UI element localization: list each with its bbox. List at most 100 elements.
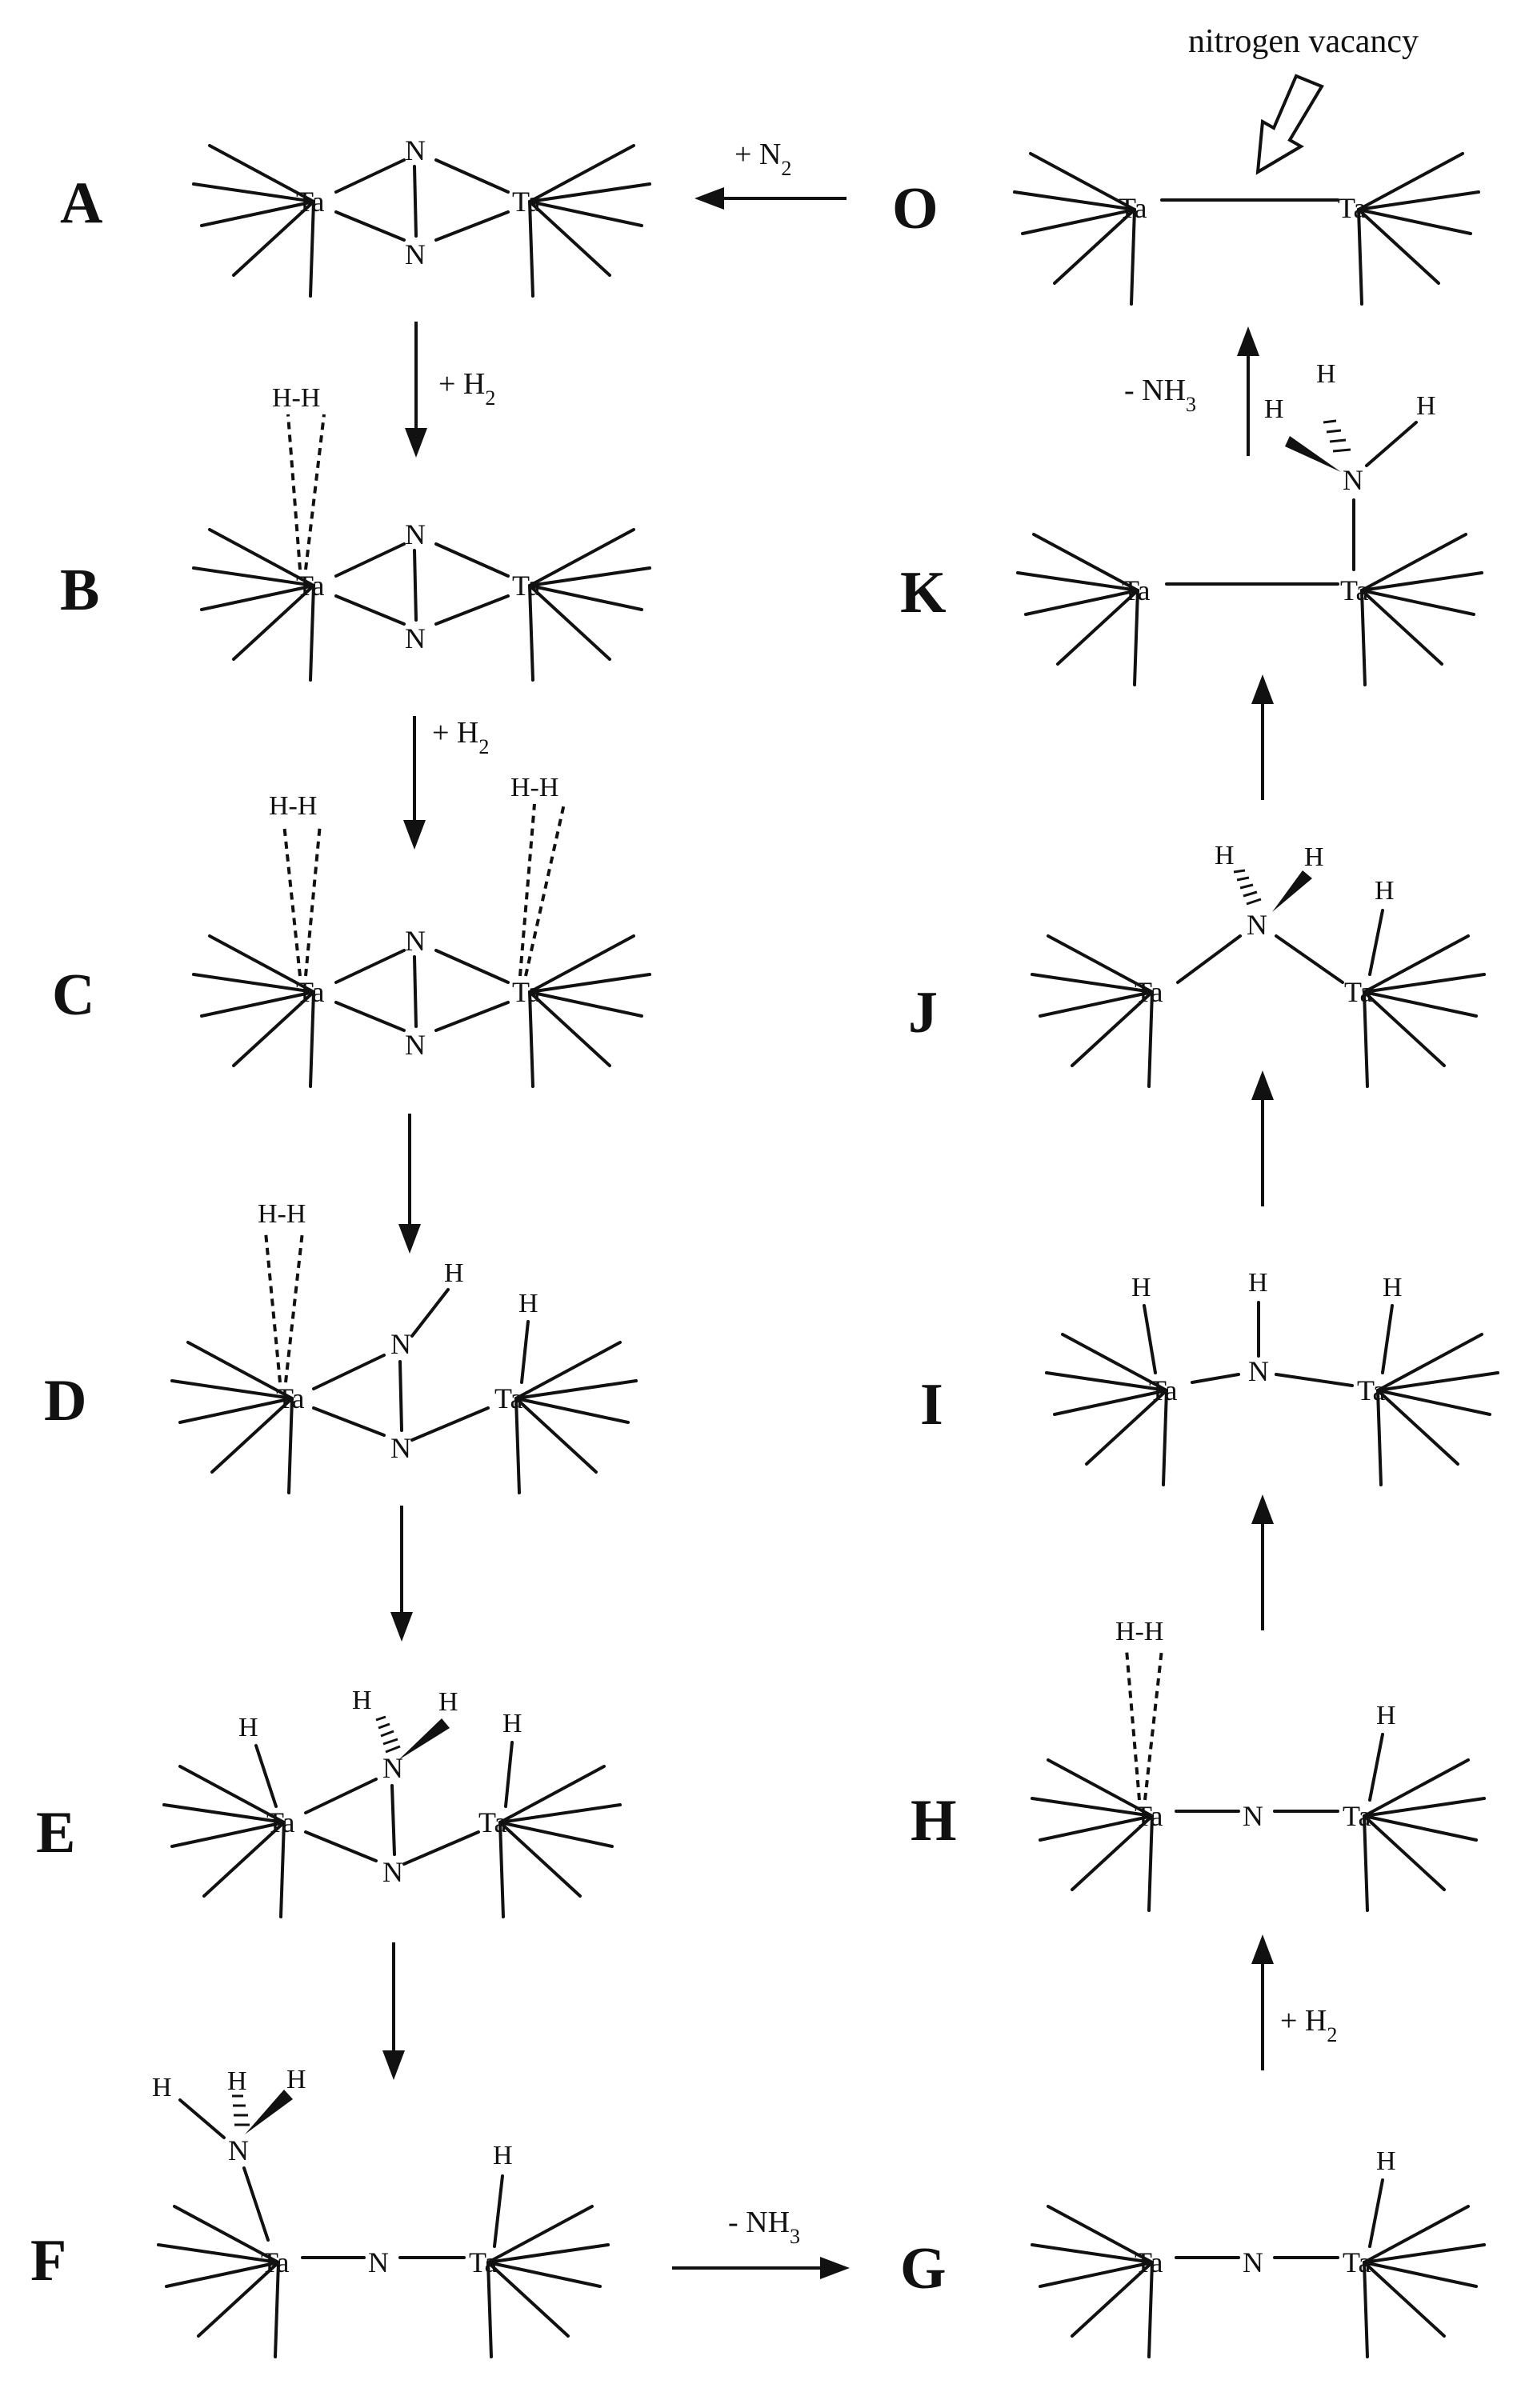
hydrogen-label: H xyxy=(1376,2146,1396,2176)
hydrogen-label: H xyxy=(1383,1273,1403,1302)
dihydrogen-label: H-H xyxy=(258,1199,306,1229)
atom-ta: Ta xyxy=(296,976,324,1008)
hydrogen-label: H xyxy=(1304,842,1324,872)
atom-ta: Ta xyxy=(1343,2246,1371,2278)
hydrogen-label: H xyxy=(1248,1268,1268,1298)
hashed-bond xyxy=(375,1715,401,1754)
step-label-k: K xyxy=(900,560,947,626)
atom-n: N xyxy=(1247,909,1267,941)
hydrogen-label: H xyxy=(1376,1701,1396,1730)
reagent-label-plus-h2: + H2 xyxy=(438,367,495,410)
atom-ta: Ta xyxy=(261,2246,289,2278)
atom-n: N xyxy=(1343,464,1363,496)
structure-i: H H H Ta N Ta xyxy=(1045,1268,1499,1486)
atom-n: N xyxy=(1243,1800,1263,1832)
arrow-f-to-g: - NH3 xyxy=(672,2206,850,2279)
hydrogen-label: H xyxy=(286,2065,306,2094)
hydrogen-label: H xyxy=(1316,359,1336,389)
hydrogen-label: H xyxy=(1131,1273,1151,1302)
atom-n: N xyxy=(390,1432,411,1464)
arrow-h-to-i xyxy=(1251,1494,1274,1630)
reagent-label-plus-h2: + H2 xyxy=(1280,2004,1337,2046)
hydrogen-label: H xyxy=(438,1687,458,1717)
hashed-bond xyxy=(1233,869,1262,906)
hydrogen-label: H xyxy=(444,1258,464,1288)
step-label-h: H xyxy=(911,1788,957,1854)
step-label-f: F xyxy=(30,2228,66,2294)
arrow-b-to-c: + H2 xyxy=(403,716,489,850)
atom-ta: Ta xyxy=(1357,1374,1385,1406)
atom-n: N xyxy=(405,238,426,270)
atom-n: N xyxy=(405,518,426,550)
nitrogen-vacancy-label: nitrogen vacancy xyxy=(1188,23,1419,60)
hashed-bond xyxy=(232,2094,250,2126)
step-label-d: D xyxy=(44,1368,86,1434)
structure-h: H-H H Ta N Ta xyxy=(1031,1617,1486,1912)
dihydrogen-label: H-H xyxy=(272,383,320,413)
structure-e: H H H H Ta Ta N N xyxy=(162,1686,622,1918)
arrow-o-to-a: + N2 xyxy=(694,138,847,210)
reagent-label-plus-n2: + N2 xyxy=(734,138,791,180)
arrow-g-to-h: + H2 xyxy=(1251,1934,1337,2070)
atom-ta: Ta xyxy=(276,1382,304,1414)
structure-a: Ta Ta N N xyxy=(192,134,651,298)
hydrogen-label: H xyxy=(1264,394,1284,424)
step-label-j: J xyxy=(908,980,938,1046)
hydrogen-label: H xyxy=(502,1709,522,1738)
step-label-c: C xyxy=(52,962,94,1028)
atom-ta: Ta xyxy=(1119,192,1147,224)
atom-ta: Ta xyxy=(266,1806,294,1838)
atom-ta: Ta xyxy=(494,1382,522,1414)
structure-j: H H H Ta N Ta xyxy=(1031,841,1486,1088)
step-label-a: A xyxy=(60,170,102,236)
hydrogen-label: H xyxy=(352,1686,372,1715)
reagent-label-minus-nh3: - NH3 xyxy=(728,2206,800,2248)
hydrogen-label: H xyxy=(493,2141,513,2170)
atom-ta: Ta xyxy=(469,2246,497,2278)
atom-ta: Ta xyxy=(1340,574,1368,606)
arrow-i-to-j xyxy=(1251,1070,1274,1206)
atom-n: N xyxy=(382,1752,403,1784)
atom-ta: Ta xyxy=(1135,1800,1163,1832)
dihydrogen-label: H-H xyxy=(269,791,317,821)
atom-n: N xyxy=(405,1029,426,1061)
dihydrogen-label: H-H xyxy=(1115,1617,1163,1646)
atom-ta: Ta xyxy=(478,1806,506,1838)
hydrogen-label: H xyxy=(1215,841,1235,870)
vacancy-pointer-arrow xyxy=(1255,74,1324,175)
hydrogen-label: H xyxy=(227,2066,247,2096)
atom-ta: Ta xyxy=(1338,192,1366,224)
hydrogen-label: H xyxy=(238,1713,258,1742)
structure-c: H-H H-H Ta Ta N N xyxy=(192,773,651,1088)
atom-ta: Ta xyxy=(512,570,540,602)
atom-ta: Ta xyxy=(512,186,540,218)
reagent-label-minus-nh3: - NH3 xyxy=(1124,374,1196,416)
step-label-o: O xyxy=(892,176,939,242)
atom-n: N xyxy=(1243,2246,1263,2278)
atom-n: N xyxy=(228,2134,249,2166)
atom-n: N xyxy=(405,134,426,166)
hydrogen-label: H xyxy=(518,1289,538,1318)
arrow-a-to-b: + H2 xyxy=(405,322,495,458)
atom-n: N xyxy=(390,1328,411,1360)
structure-g: H Ta N Ta xyxy=(1031,2146,1486,2358)
atom-n: N xyxy=(405,622,426,654)
structure-f: H H H H N Ta N Ta xyxy=(152,2065,610,2358)
atom-n: N xyxy=(382,1856,403,1888)
arrow-j-to-k xyxy=(1251,674,1274,800)
arrow-d-to-e xyxy=(390,1506,413,1642)
step-label-b: B xyxy=(60,558,99,623)
arrow-e-to-f xyxy=(382,1942,405,2080)
arrow-c-to-d xyxy=(398,1114,421,1254)
step-label-g: G xyxy=(900,2236,947,2302)
atom-n: N xyxy=(1248,1355,1269,1387)
atom-ta: Ta xyxy=(1343,1800,1371,1832)
atom-ta: Ta xyxy=(1135,976,1163,1008)
structure-d: H-H H H Ta Ta N N xyxy=(170,1199,638,1494)
atom-ta: Ta xyxy=(512,976,540,1008)
structure-k: H H H N Ta Ta xyxy=(1016,359,1483,686)
atom-ta: Ta xyxy=(1344,976,1372,1008)
step-label-e: E xyxy=(36,1800,75,1866)
atom-ta: Ta xyxy=(1149,1374,1177,1406)
